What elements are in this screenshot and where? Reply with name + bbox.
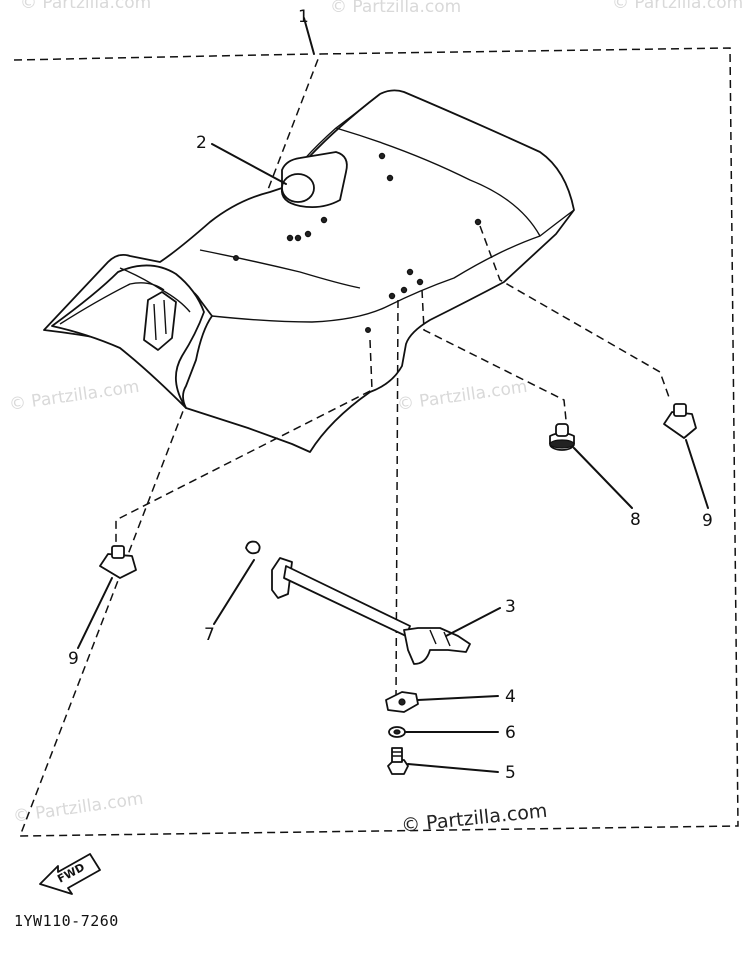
- callout-8: 8: [630, 510, 641, 530]
- watermark-top-left: © Partzilla.com: [20, 0, 151, 13]
- damper-8: [549, 423, 575, 451]
- clip-7: [245, 540, 261, 555]
- watermark-top-center: © Partzilla.com: [330, 0, 461, 17]
- leader-1: [303, 17, 315, 55]
- callout-2: 2: [196, 133, 207, 153]
- dash-to-left-nut: [115, 339, 373, 548]
- watermark-left-bottom: © Partzilla.com: [12, 789, 145, 827]
- dash-to-right-nut: [479, 225, 671, 401]
- seat-holes: [233, 152, 482, 334]
- callout-5: 5: [505, 763, 516, 783]
- leader-4: [417, 695, 499, 701]
- seat: [43, 89, 575, 453]
- leader-9-right: [685, 439, 709, 509]
- fwd-arrow-icon: FWD: [39, 853, 101, 895]
- leader-8: [573, 447, 633, 509]
- leader-3: [445, 607, 501, 637]
- leader-5: [407, 763, 499, 773]
- watermark-left-mid: © Partzilla.com: [8, 377, 141, 415]
- nut-9-left: [99, 545, 137, 579]
- leader-9-left: [77, 577, 113, 649]
- callout-9-left: 9: [68, 649, 79, 669]
- callout-9-right: 9: [702, 511, 713, 531]
- nut-9-right: [663, 403, 697, 439]
- leader-7: [213, 559, 255, 625]
- bracket-4: [385, 691, 419, 713]
- callout-6: 6: [505, 723, 516, 743]
- callout-7: 7: [204, 625, 215, 645]
- drawing-code: 1YW110-7260: [14, 912, 119, 930]
- leader-2: [211, 143, 287, 185]
- callout-3: 3: [505, 597, 516, 617]
- dash-to-damper: [421, 289, 567, 421]
- callout-1: 1: [298, 7, 309, 27]
- bolt-5: [387, 747, 409, 775]
- watermark-top-right: © Partzilla.com: [612, 0, 743, 13]
- watermark-main: © Partzilla.com: [400, 800, 548, 837]
- callout-4: 4: [505, 687, 516, 707]
- dash-to-bolt: [395, 299, 399, 701]
- watermark-center-mid: © Partzilla.com: [396, 377, 529, 415]
- washer-6: [388, 726, 406, 738]
- seat-lock-rod-3: [271, 557, 471, 665]
